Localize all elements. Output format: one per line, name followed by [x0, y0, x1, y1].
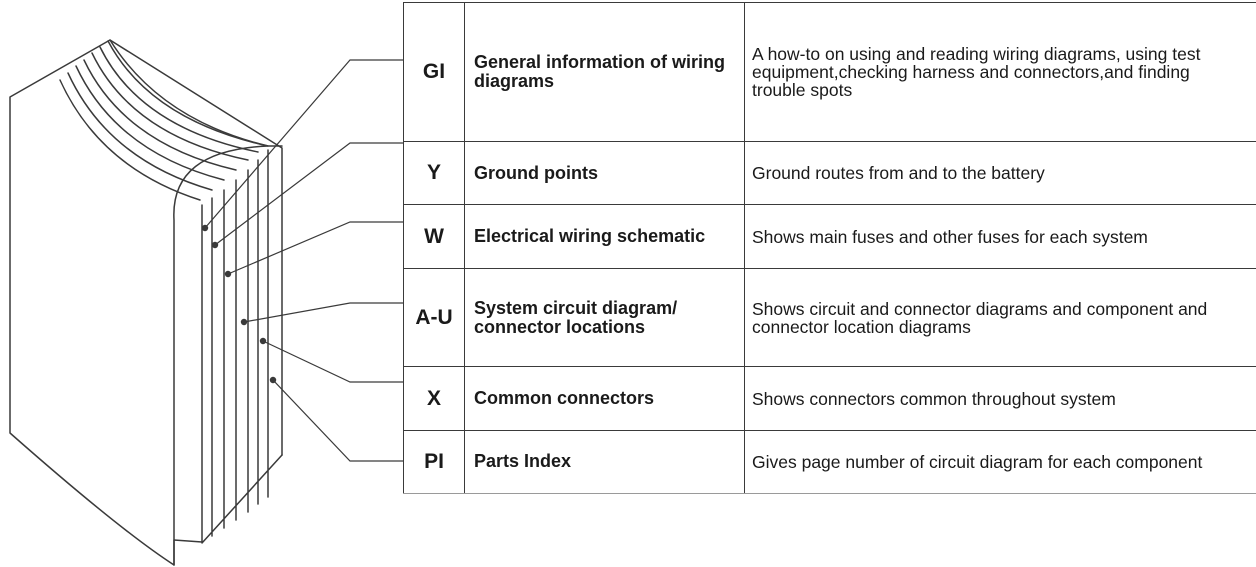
table-row: X Common connectors Shows connectors com…	[403, 366, 1256, 431]
leader-dot-w	[224, 270, 232, 278]
table-row: PI Parts Index Gives page number of circ…	[403, 429, 1256, 495]
section-table: GI General information of wiring diagram…	[403, 1, 1256, 495]
leader-line-au	[243, 302, 403, 323]
table-row: Y Ground points Ground routes from and t…	[403, 141, 1256, 206]
section-description: Ground routes from and to the battery	[744, 141, 1256, 206]
section-name: Electrical wiring schematic	[464, 204, 745, 269]
table-row: W Electrical wiring schematic Shows main…	[403, 204, 1256, 269]
leader-dot-y	[211, 241, 219, 249]
book-top-pages	[59, 40, 283, 201]
leader-line-w	[227, 221, 403, 275]
leader-line-y	[214, 142, 403, 246]
section-description: Shows circuit and connector diagrams and…	[744, 267, 1256, 368]
book-page-block	[201, 149, 283, 544]
section-code: X	[403, 366, 465, 431]
leader-line-x	[262, 340, 403, 383]
book-back-top	[109, 39, 283, 456]
book-front-cover	[9, 39, 269, 566]
section-description: Gives page number of circuit diagram for…	[744, 429, 1256, 495]
leader-dot-au	[240, 318, 248, 326]
section-code: A-U	[403, 267, 465, 368]
leader-dot-pi	[269, 376, 277, 384]
book-back-bottom	[173, 539, 203, 566]
section-name: General information of wiring diagrams	[464, 1, 745, 143]
table-row: A-U System circuit diagram/ connector lo…	[403, 267, 1256, 368]
leader-line-pi	[272, 379, 403, 462]
section-name: Common connectors	[464, 366, 745, 431]
section-code: Y	[403, 141, 465, 206]
section-name: Parts Index	[464, 429, 745, 495]
leader-dot-x	[259, 337, 267, 345]
table-row: GI General information of wiring diagram…	[403, 1, 1256, 143]
section-code: W	[403, 204, 465, 269]
section-description: Shows main fuses and other fuses for eac…	[744, 204, 1256, 269]
section-name: Ground points	[464, 141, 745, 206]
section-description: A how-to on using and reading wiring dia…	[744, 1, 1256, 143]
leader-line-gi	[204, 59, 403, 229]
leader-dots	[201, 224, 277, 384]
section-code: GI	[403, 1, 465, 143]
section-code: PI	[403, 429, 465, 495]
section-description: Shows connectors common throughout syste…	[744, 366, 1256, 431]
leader-lines	[204, 59, 403, 462]
section-name: System circuit diagram/ connector locati…	[464, 267, 745, 368]
leader-dot-gi	[201, 224, 209, 232]
